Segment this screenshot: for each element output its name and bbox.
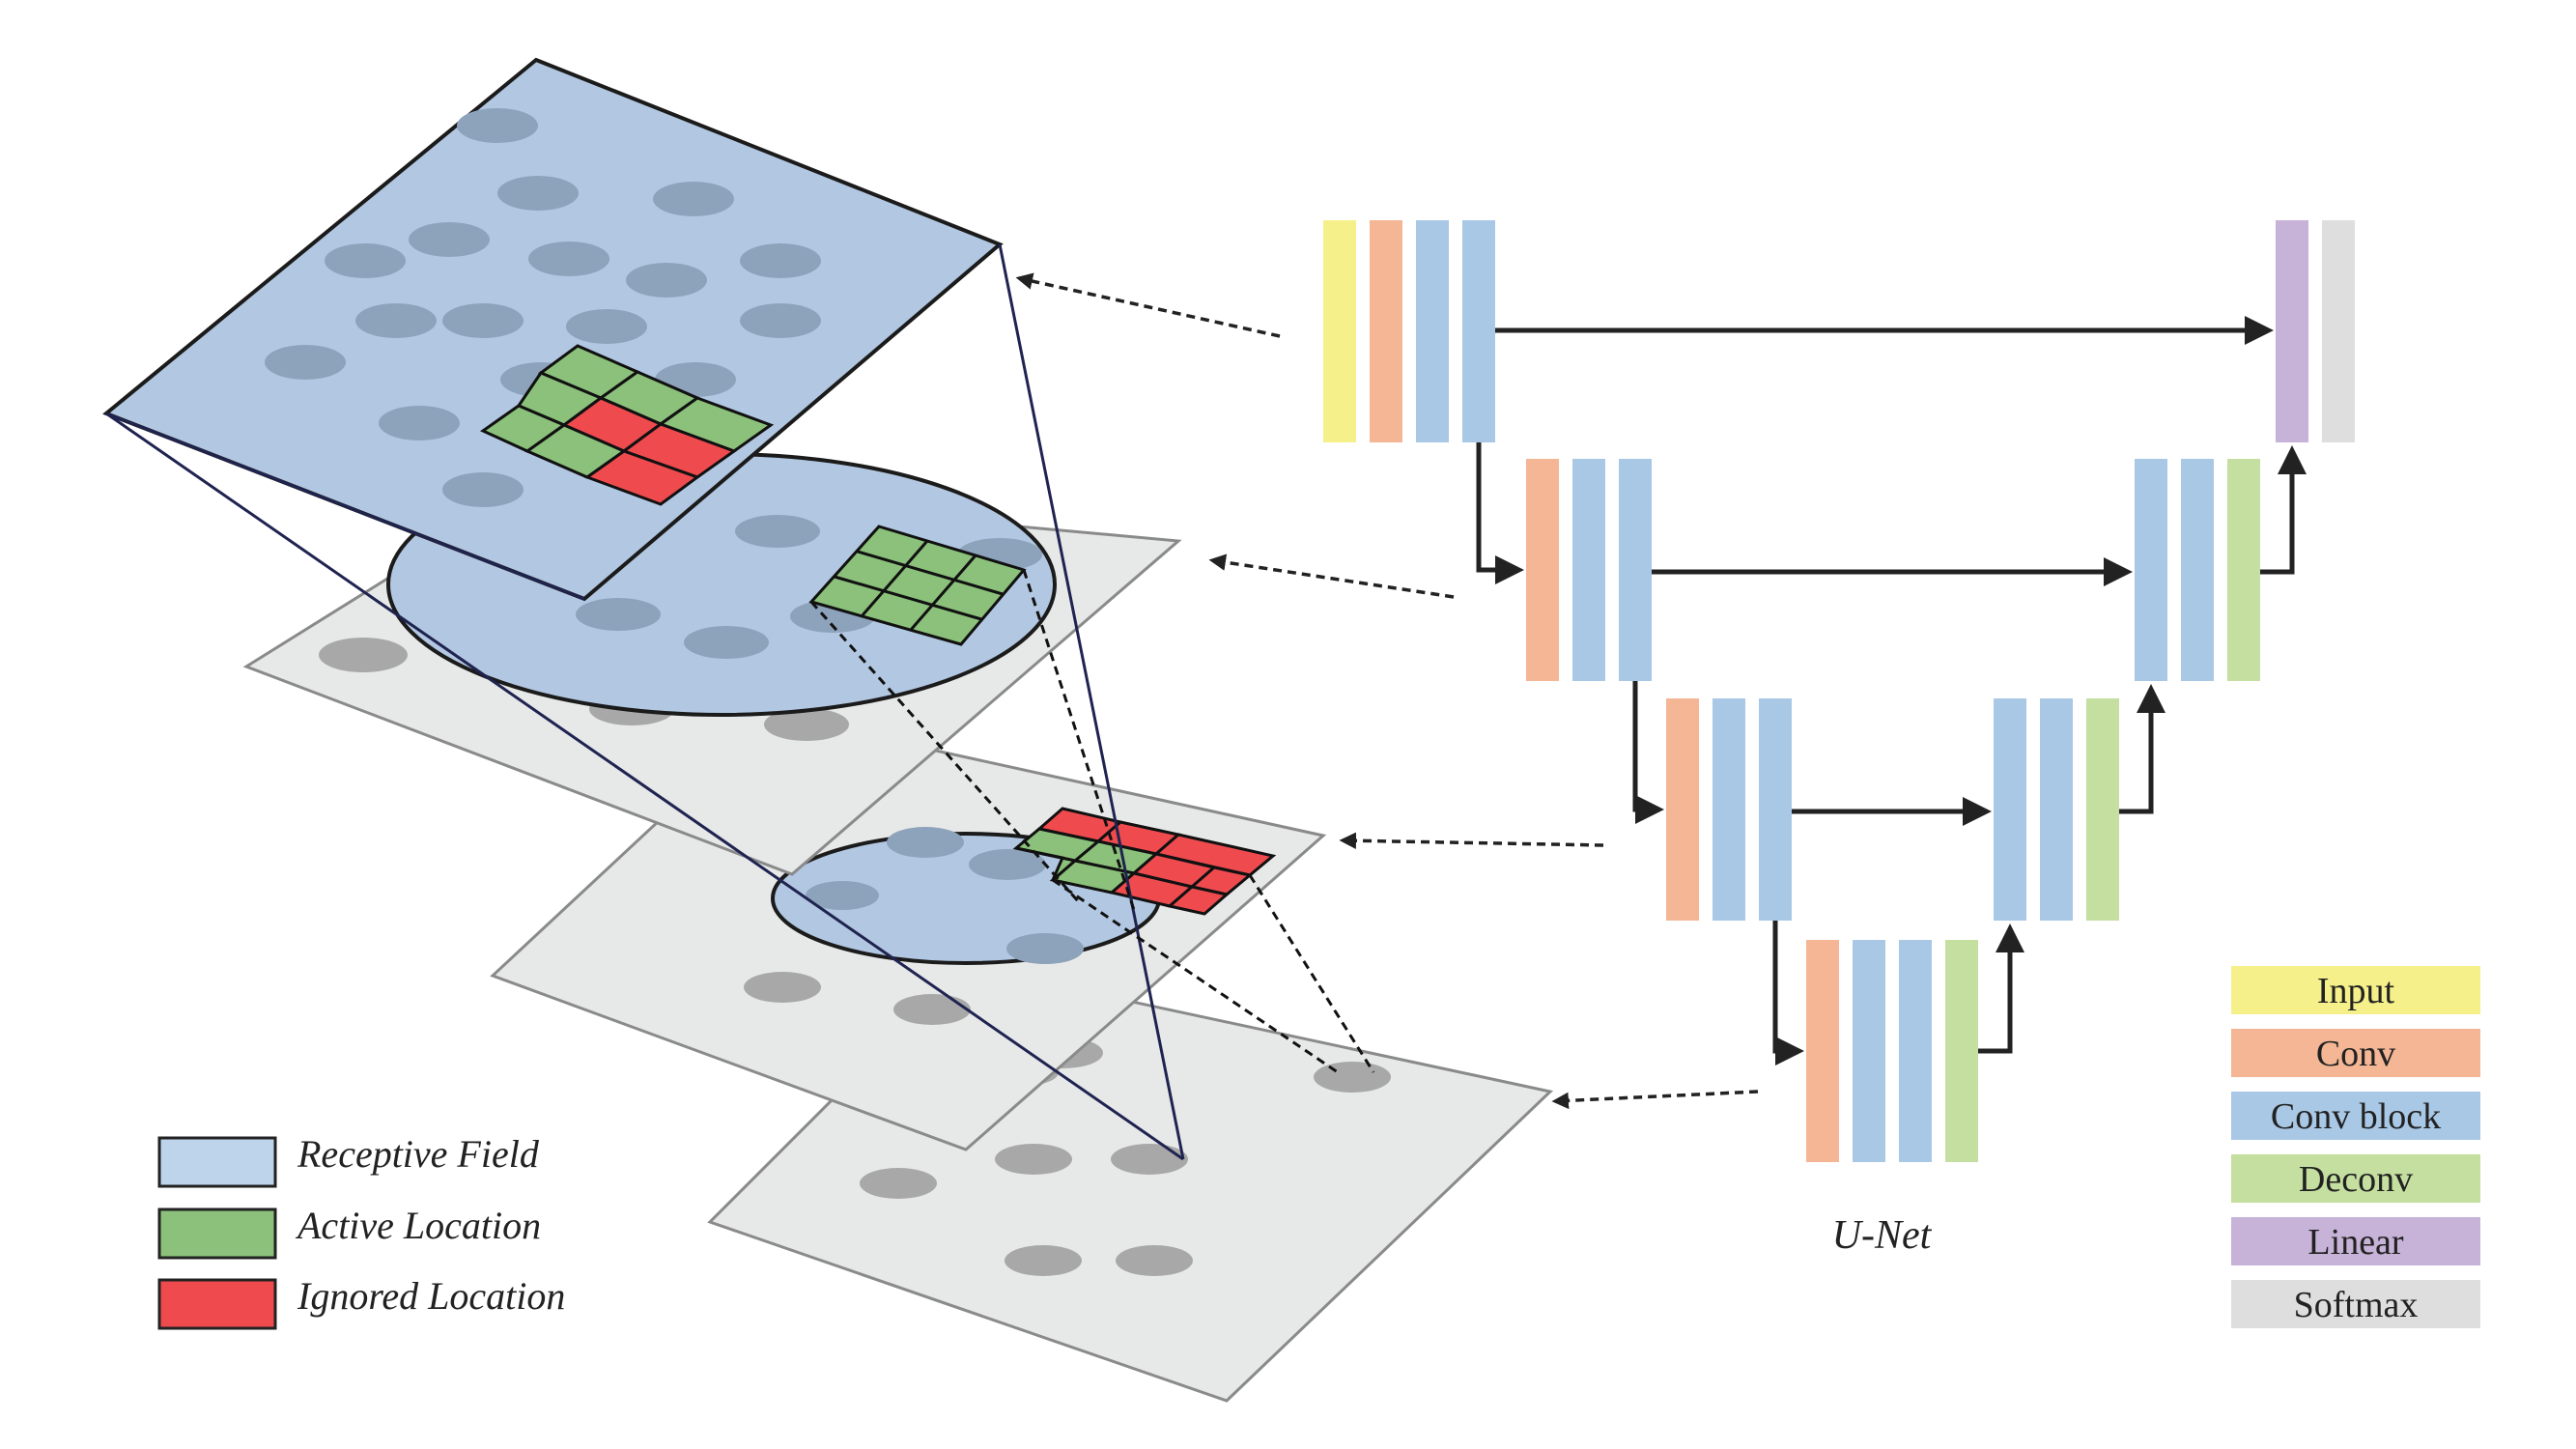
legend-label-linear: Linear (2307, 1222, 2404, 1263)
kernel-grid-plane-1 (479, 344, 775, 506)
encoder-level-1 (1323, 220, 1495, 442)
decoder-level-2 (2135, 459, 2260, 681)
legend-swatch-ignored-location (157, 1278, 277, 1330)
kernel-grid-plane-3 (1012, 807, 1277, 916)
downsample-paths (1476, 442, 1804, 1065)
legend-swatch-conv (2231, 1029, 2480, 1077)
legend-receptive: Receptive Field Active Location Ignored … (157, 1132, 565, 1330)
skip-connections (1495, 316, 2274, 826)
upsample-paths (1978, 445, 2307, 1054)
legend-label-ignored-location: Ignored Location (297, 1274, 565, 1318)
legend-swatch-deconv (2231, 1154, 2480, 1203)
legend-label-active-location: Active Location (295, 1204, 541, 1247)
legend-label-input: Input (2317, 971, 2395, 1011)
kernel-projection-dashes (809, 569, 1375, 1074)
legend-swatch-conv-block (2231, 1092, 2480, 1140)
feature-map-stack (102, 57, 1554, 1403)
plane-level-1 (102, 57, 1004, 602)
legend-swatch-softmax (2231, 1280, 2480, 1328)
unet-title: U-Net (1832, 1213, 1933, 1258)
plane-1-dots (265, 108, 821, 507)
encoder-level-2 (1526, 459, 1652, 681)
plane-3-dots-in-field (806, 827, 1084, 964)
legend-swatch-receptive-field (157, 1136, 277, 1188)
unet-architecture: U-Net (1323, 220, 2355, 1258)
legend-swatch-active-location (157, 1208, 277, 1260)
legend-layers: Input Conv Conv block Deconv Linear Soft… (2231, 966, 2480, 1328)
legend-label-deconv: Deconv (2299, 1159, 2413, 1200)
legend-swatch-linear (2231, 1217, 2480, 1265)
receptive-field-projection-lines (105, 243, 1185, 1161)
plane-level-2 (242, 452, 1182, 876)
legend-label-receptive-field: Receptive Field (297, 1132, 540, 1176)
decoder-level-3 (1994, 698, 2119, 921)
bottleneck (1806, 940, 1978, 1162)
legend-swatch-input (2231, 966, 2480, 1014)
legend-label-softmax: Softmax (2294, 1285, 2419, 1325)
output-head (2276, 220, 2355, 442)
legend-label-conv-block: Conv block (2271, 1096, 2441, 1137)
legend-label-conv: Conv (2316, 1034, 2395, 1074)
level-pointers (1015, 272, 1759, 1110)
encoder-level-3 (1666, 698, 1792, 921)
